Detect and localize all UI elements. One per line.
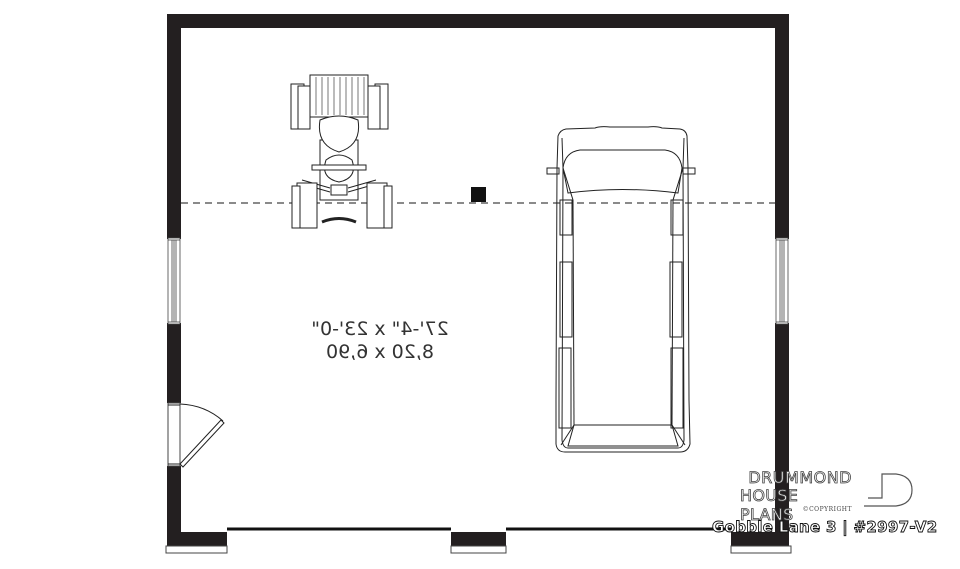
- walls: [167, 14, 789, 546]
- dimensions-imperial: 27'-4" x 23'-0": [311, 318, 449, 340]
- dimensions-metric: 8,20 x 6,90: [326, 341, 434, 363]
- logo-line1: DRUMMOND: [748, 468, 852, 488]
- post-marker: [471, 187, 486, 202]
- drummond-logo: DRUMMOND HOUSE PLANS ©COPYRIGHT: [740, 468, 930, 524]
- plan-caption: Gobble Lane 3 | #2997-V2: [712, 518, 938, 537]
- logo-d-icon: [864, 473, 913, 507]
- minivan-icon: [546, 126, 696, 453]
- logo-line2: HOUSE PLANS: [740, 486, 799, 525]
- logo-copyright: ©COPYRIGHT: [802, 506, 852, 513]
- right-window: [775, 237, 789, 325]
- side-door: [167, 402, 225, 468]
- left-window: [167, 237, 181, 325]
- tractor-icon: [290, 74, 393, 229]
- room-dimensions: 27'-4" x 23'-0" 8,20 x 6,90: [300, 318, 460, 364]
